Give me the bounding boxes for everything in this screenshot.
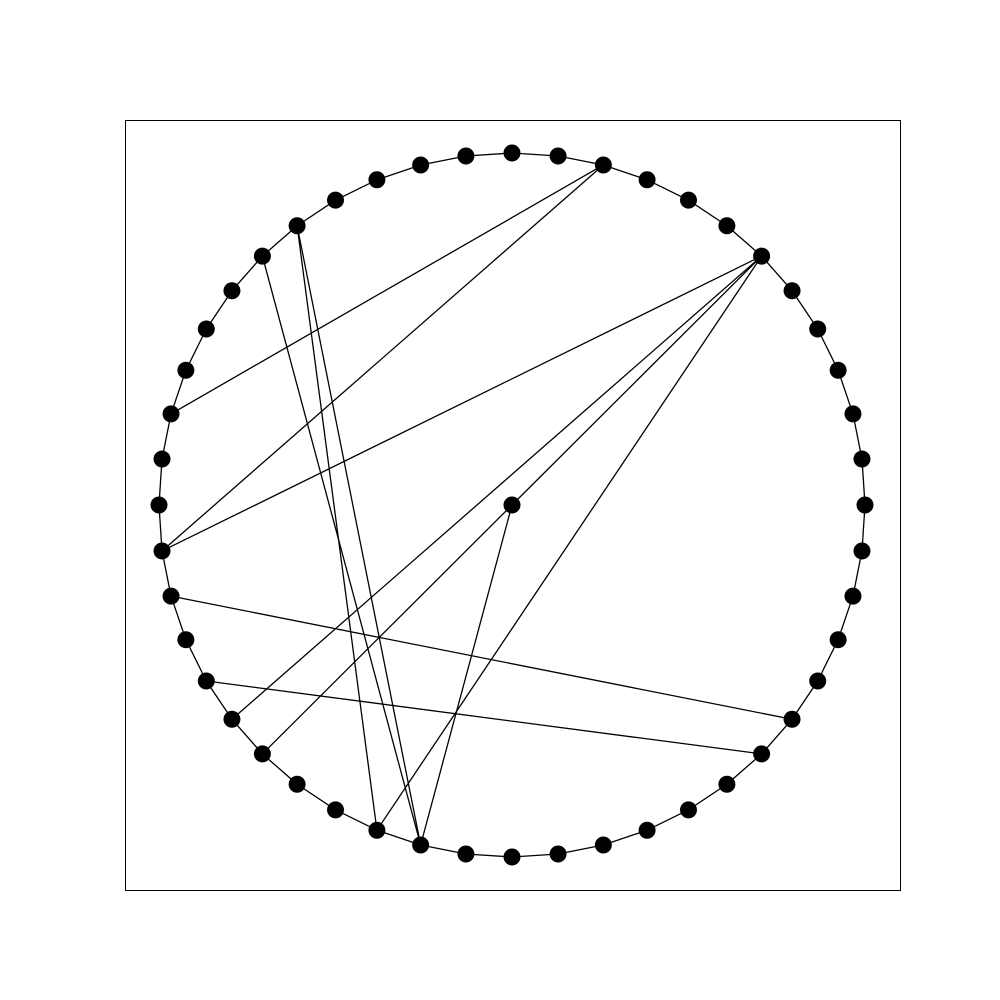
edge-6-25 [161,255,762,552]
node-3 [829,361,847,379]
node-22 [162,405,180,423]
node-34 [412,836,430,854]
node-45 [829,631,847,649]
edge-6-33 [376,255,763,831]
edge-34-17 [296,225,422,846]
node-40 [680,801,697,819]
node-7 [718,217,736,235]
node-31 [288,775,306,793]
node-9 [638,171,656,189]
node-25 [153,542,171,560]
node-6 [753,247,771,265]
edge-6-29 [231,255,763,720]
node-0 [856,496,874,514]
node-47 [853,542,871,560]
node-39 [638,821,656,839]
node-13 [457,147,475,165]
node-2 [844,405,862,423]
node-5 [783,282,801,300]
node-32 [327,801,344,819]
edge-10-22 [170,164,604,415]
node-11 [549,147,567,165]
node-8 [680,191,697,209]
node-29 [223,710,241,728]
node-35 [457,845,475,863]
node-46 [844,587,862,605]
node-41 [718,775,736,793]
node-27 [177,631,195,649]
edge-34-18 [261,255,422,846]
node-30 [253,745,271,763]
node-4 [809,320,827,338]
edge-33-17 [296,225,378,831]
node-19 [223,282,241,300]
node-43 [783,710,801,728]
edge-center-34 [420,504,513,846]
node-37 [549,845,567,863]
node-42 [753,745,771,763]
node-14 [412,156,430,174]
edge-center-6 [511,255,763,506]
node-26 [162,587,180,605]
node-38 [594,836,612,854]
node-20 [197,320,215,338]
node-23 [153,450,171,468]
node-17 [288,217,306,235]
node-15 [368,171,386,189]
node-12 [503,144,521,162]
plot-frame [125,120,901,891]
node-center [503,496,521,514]
node-28 [197,672,215,690]
nodes-layer [150,144,874,866]
edge-center-30 [261,504,513,755]
node-44 [809,672,827,690]
edge-10-25 [161,164,604,552]
node-24 [150,496,168,514]
node-16 [327,191,344,209]
node-1 [853,450,871,468]
node-21 [177,361,195,379]
node-10 [594,156,612,174]
node-36 [503,848,521,866]
edge-42-28 [206,680,762,755]
node-33 [368,821,386,839]
node-18 [253,247,271,265]
edge-43-26 [170,595,793,720]
